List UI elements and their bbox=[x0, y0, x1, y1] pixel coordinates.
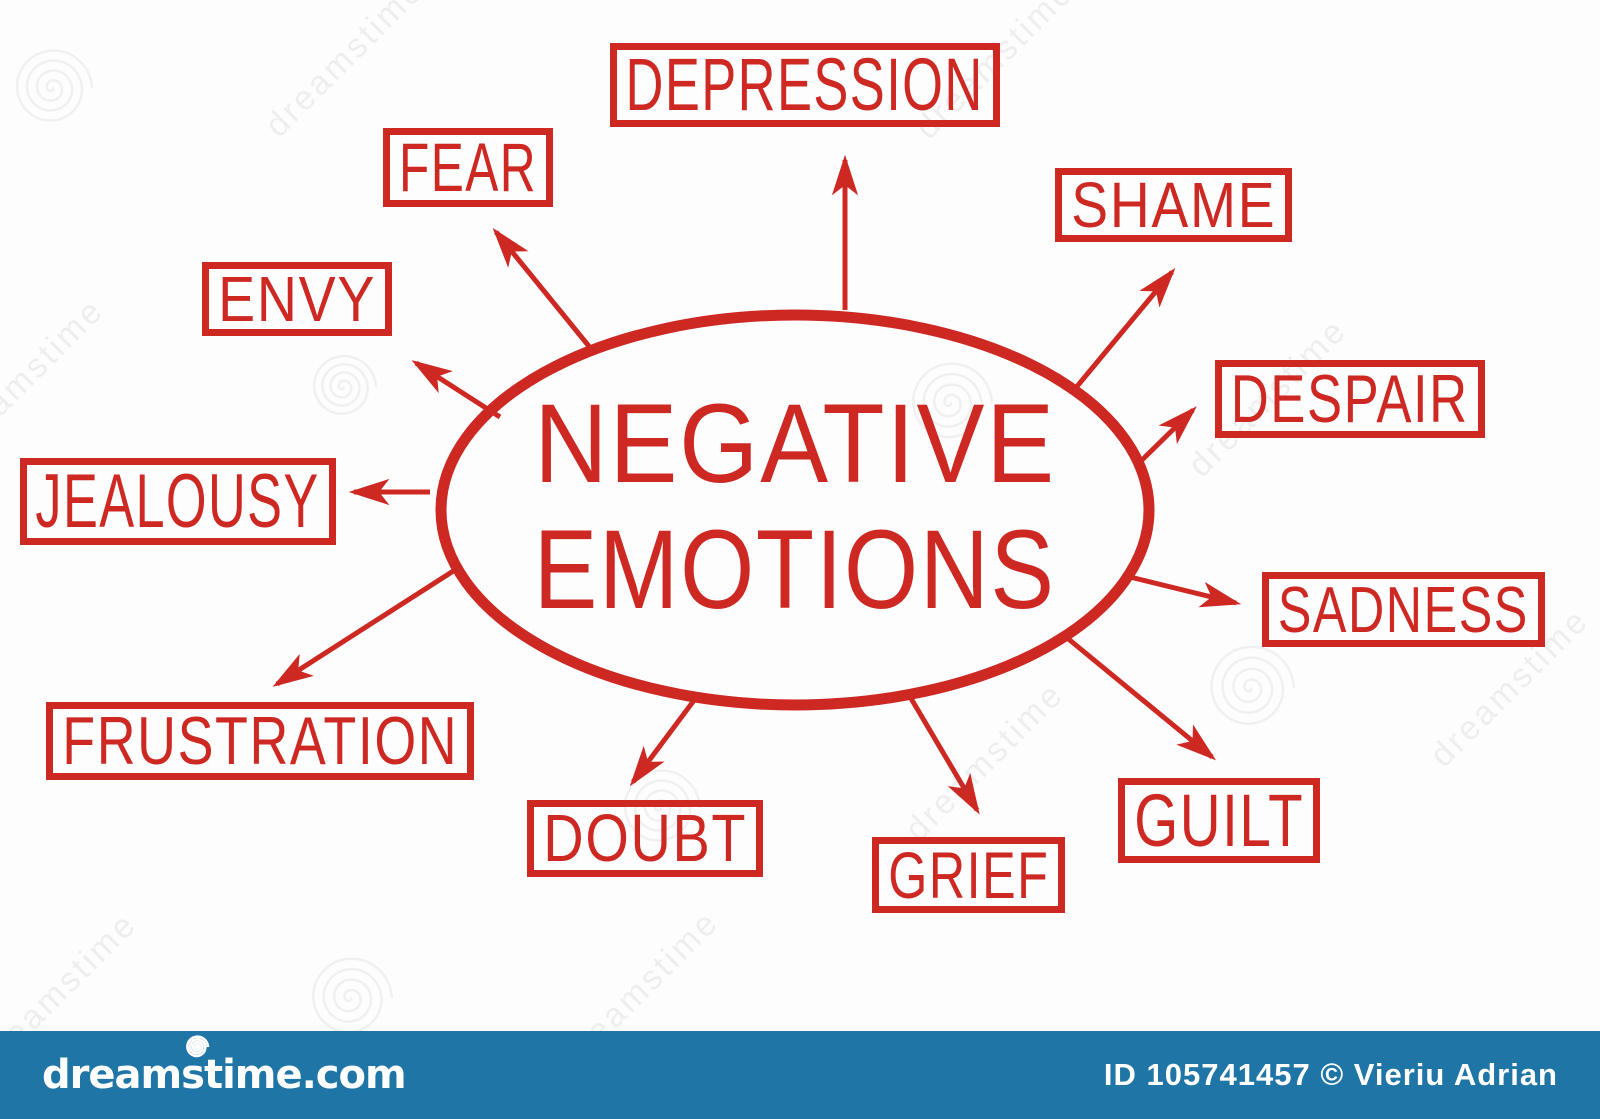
node-label: SHAME bbox=[1070, 169, 1277, 241]
arrow-to-doubt bbox=[629, 693, 701, 787]
node-label: JEALOUSY bbox=[35, 458, 321, 544]
node-box-guilt: GUILT bbox=[1118, 778, 1320, 863]
node-box-grief: GRIEF bbox=[872, 837, 1065, 913]
node-box-fear: FEAR bbox=[383, 128, 553, 207]
node-label: GRIEF bbox=[887, 838, 1050, 912]
node-label: ENVY bbox=[217, 263, 377, 335]
center-ellipse bbox=[435, 309, 1155, 711]
node-box-sadness: SADNESS bbox=[1262, 572, 1545, 647]
node-box-despair: DESPAIR bbox=[1215, 360, 1485, 438]
node-label: FRUSTRATION bbox=[62, 703, 458, 779]
arrow-to-sadness bbox=[1129, 574, 1242, 608]
node-label: GUILT bbox=[1134, 778, 1304, 862]
center-label-line2: EMOTIONS bbox=[534, 507, 1056, 632]
node-label: DEPRESSION bbox=[625, 43, 985, 126]
diagram-arrows bbox=[272, 154, 1242, 815]
node-box-depression: DEPRESSION bbox=[610, 43, 1000, 127]
spiral-watermark-icon bbox=[312, 957, 394, 1034]
logo-spiral-icon bbox=[186, 1035, 210, 1058]
arrow-to-envy bbox=[411, 360, 502, 420]
center-label-line1: NEGATIVE bbox=[534, 381, 1056, 506]
arrow-to-fear bbox=[492, 227, 594, 352]
arrow-to-frustration bbox=[272, 565, 460, 687]
watermark-bar: dreamstime.com ID 105741457 © Vieriu Adr… bbox=[0, 1031, 1600, 1119]
spiral-watermark-icon bbox=[912, 362, 994, 439]
arrow-to-grief bbox=[906, 693, 980, 815]
arrow-to-guilt bbox=[1064, 635, 1217, 761]
node-box-frustration: FRUSTRATION bbox=[46, 702, 474, 780]
node-box-jealousy: JEALOUSY bbox=[20, 458, 336, 545]
image-credit: ID 105741457 © Vieriu Adrian bbox=[1103, 1057, 1558, 1092]
node-box-doubt: DOUBT bbox=[527, 800, 763, 877]
node-label: DOUBT bbox=[543, 801, 747, 876]
spiral-watermark-icon bbox=[15, 49, 94, 122]
node-label: SADNESS bbox=[1278, 573, 1529, 646]
center-label: NEGATIVE EMOTIONS bbox=[525, 388, 1065, 626]
node-box-shame: SHAME bbox=[1055, 168, 1292, 242]
node-box-envy: ENVY bbox=[202, 262, 392, 336]
spiral-watermark-icon bbox=[312, 354, 378, 416]
arrow-to-despair bbox=[1138, 406, 1197, 464]
spiral-watermark-icon bbox=[1210, 645, 1296, 726]
node-label: FEAR bbox=[398, 129, 538, 206]
node-label: DESPAIR bbox=[1231, 361, 1470, 437]
arrow-to-shame bbox=[1072, 267, 1176, 392]
dreamstime-logo: dreamstime.com bbox=[42, 1052, 407, 1098]
